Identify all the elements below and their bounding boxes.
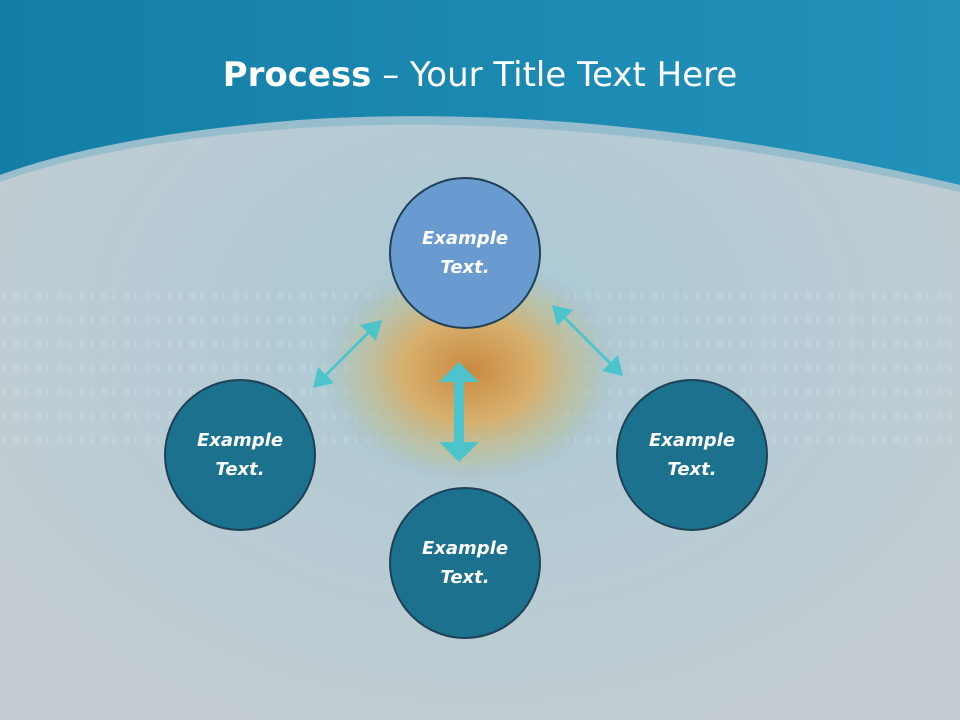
process-node-right[interactable]: Example Text. xyxy=(616,379,768,531)
slide-title: Process – Your Title Text Here xyxy=(0,52,960,98)
process-node-bottom[interactable]: Example Text. xyxy=(389,487,541,639)
title-rest: – Your Title Text Here xyxy=(371,55,738,95)
node-left-label: Example Text. xyxy=(196,430,284,480)
process-node-left[interactable]: Example Text. xyxy=(164,379,316,531)
title-bold: Process xyxy=(222,55,372,95)
process-node-top[interactable]: Example Text. xyxy=(389,177,541,329)
node-top-label: Example Text. xyxy=(421,228,509,278)
node-right-label: Example Text. xyxy=(648,430,736,480)
node-bottom-label: Example Text. xyxy=(421,538,509,588)
